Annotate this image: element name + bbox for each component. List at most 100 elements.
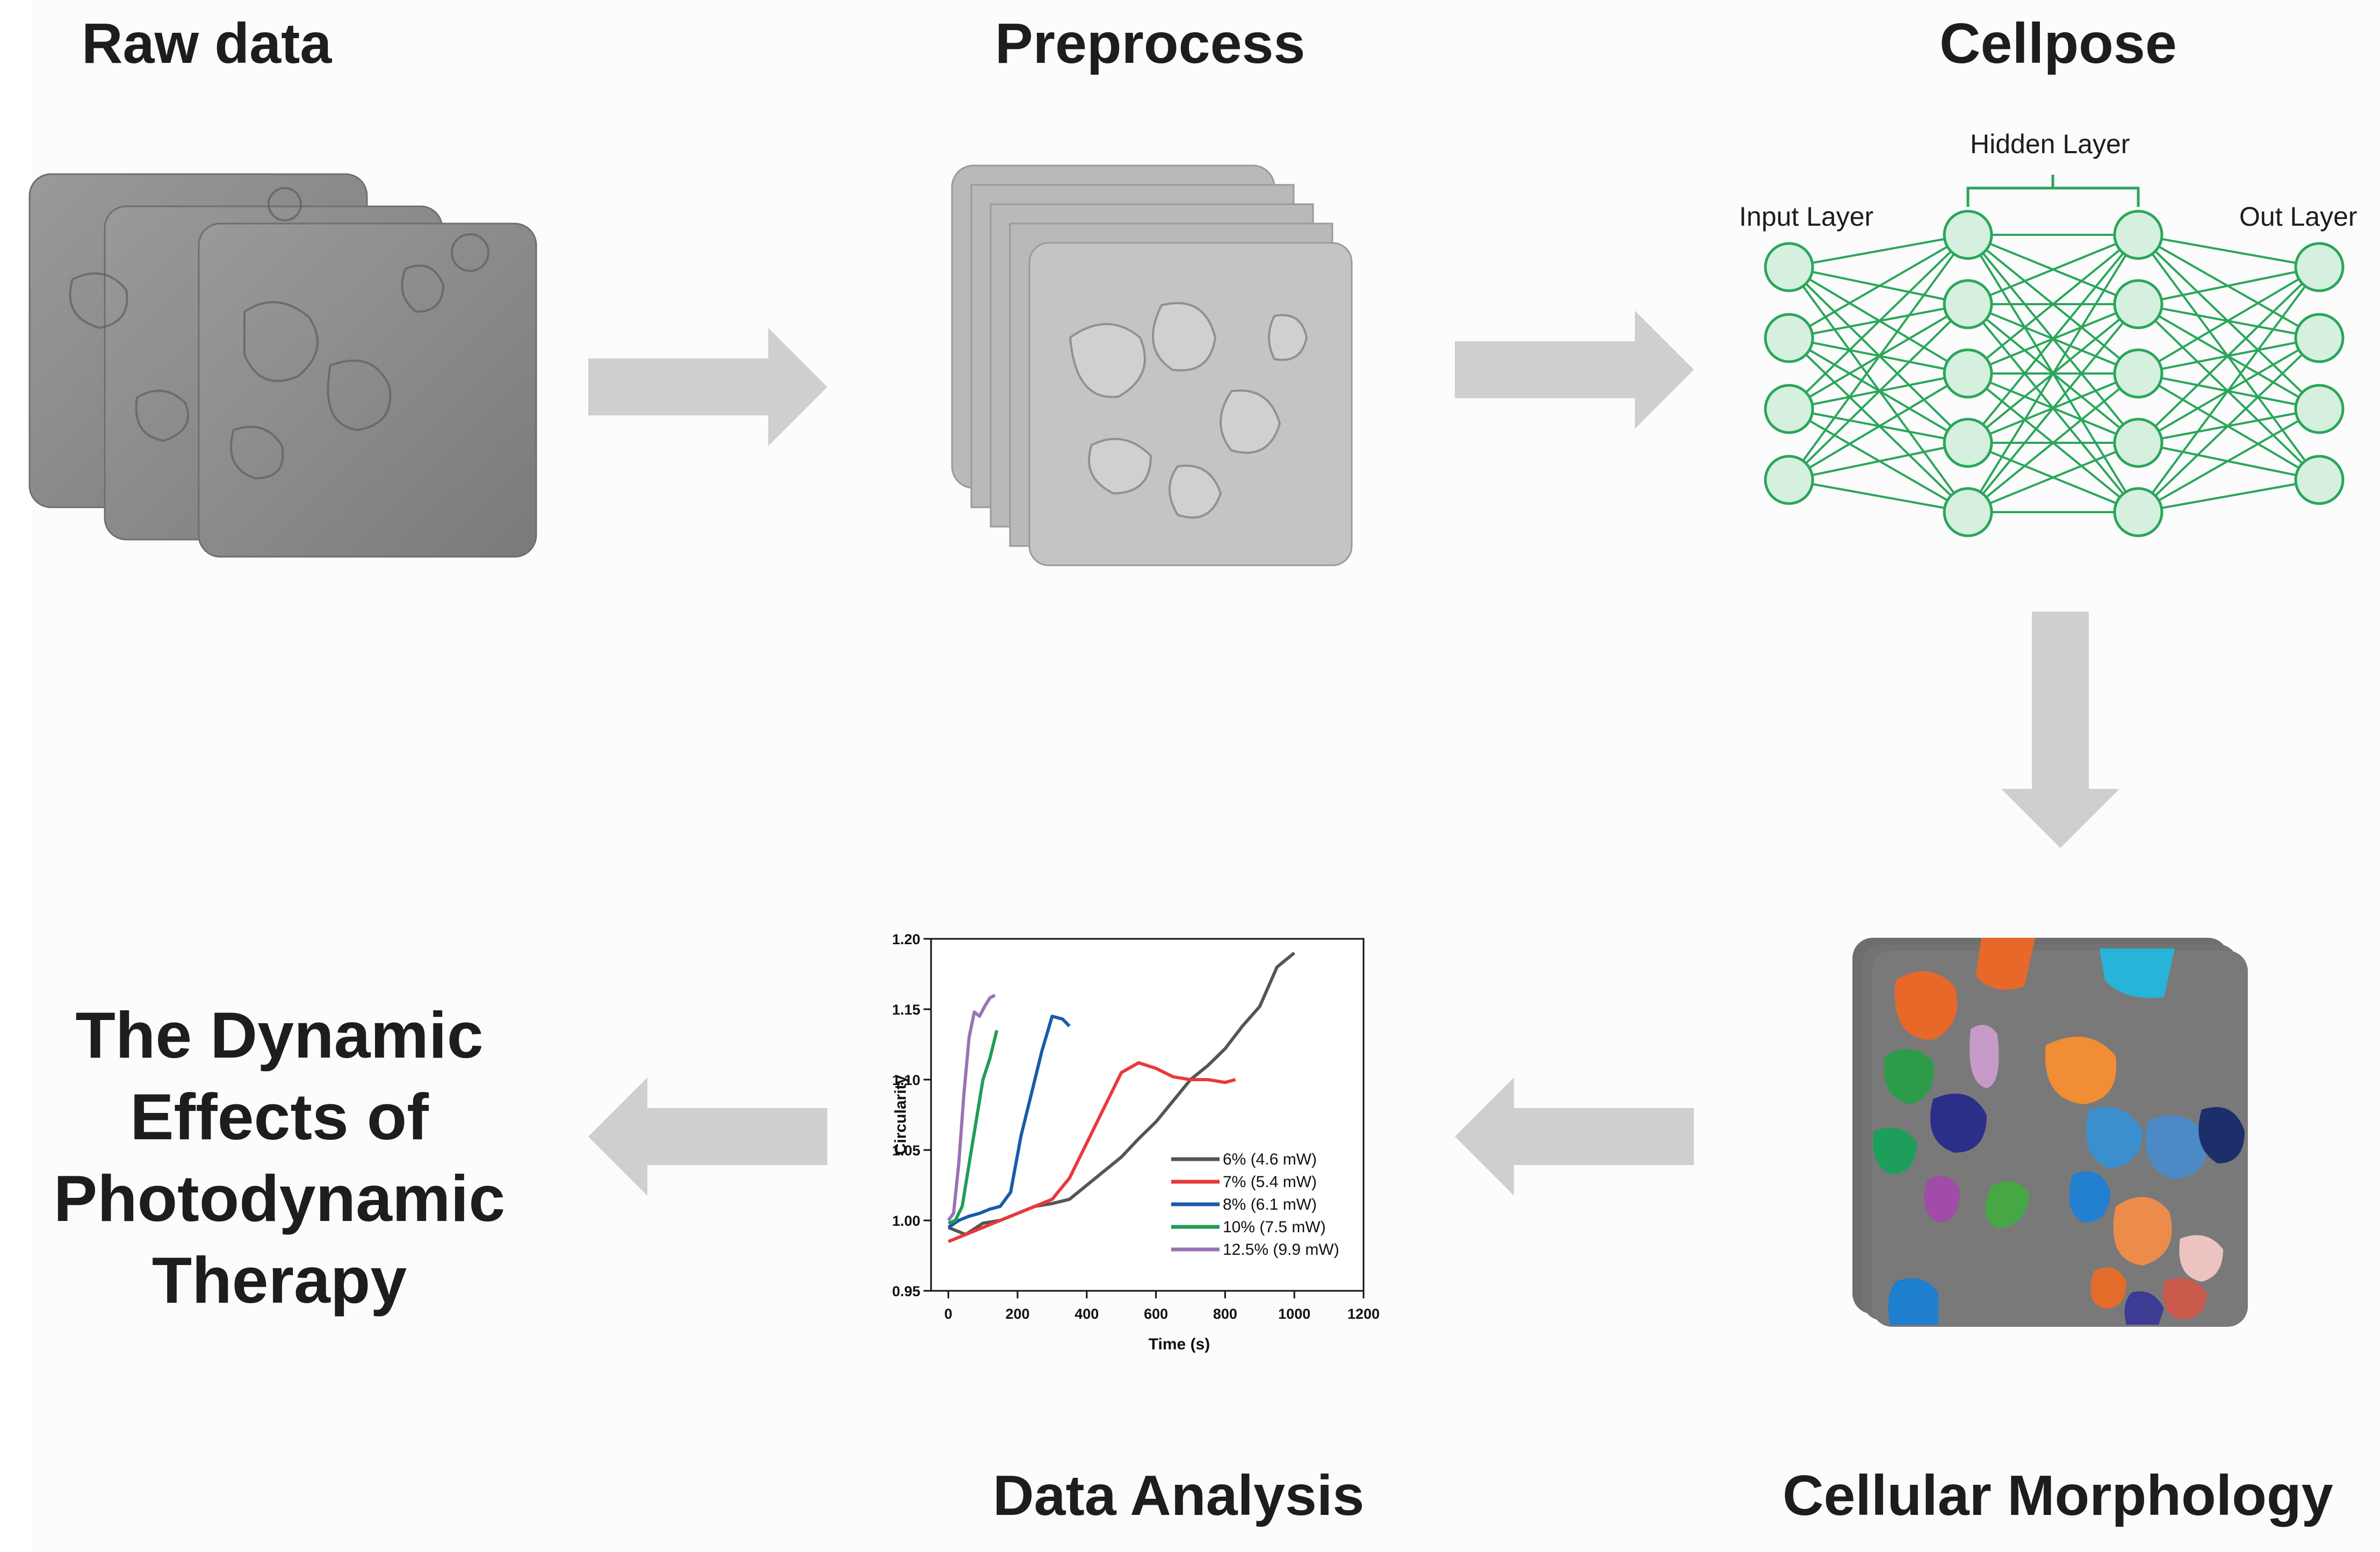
preprocess-image-stack bbox=[951, 164, 1353, 566]
chart-legend: 6% (4.6 mW) 7% (5.4 mW) 8% (6.1 mW) 10% (7.… bbox=[1171, 1151, 1339, 1259]
hidden-layer-label: Hidden Layer bbox=[1970, 129, 2130, 159]
series-line bbox=[948, 1061, 1236, 1244]
conclusion-line-3: Photodynamic bbox=[53, 1162, 506, 1235]
y-tick-label: 1.20 bbox=[892, 931, 920, 947]
network-connection bbox=[1788, 234, 1969, 481]
legend-label: 12.5% (9.9 mW) bbox=[1223, 1241, 1339, 1259]
network-node-layer-4 bbox=[2294, 384, 2345, 434]
chart-x-ticks: 0 200 400 600 800 1000 1200 bbox=[944, 1291, 1380, 1322]
network-connection bbox=[2138, 408, 2320, 513]
network-connection bbox=[1788, 372, 1969, 481]
y-tick-label: 1.10 bbox=[892, 1072, 920, 1088]
network-connection bbox=[1788, 234, 1968, 339]
network-node-layer-3 bbox=[2113, 279, 2163, 329]
network-connections bbox=[1788, 234, 2320, 513]
arrow-morphology-to-analysis bbox=[1455, 1077, 1694, 1196]
y-tick-label: 1.05 bbox=[892, 1143, 920, 1159]
x-tick-label: 200 bbox=[1005, 1306, 1029, 1322]
network-node-layer-3 bbox=[2113, 487, 2163, 537]
network-connection bbox=[2137, 266, 2320, 444]
network-node-layer-1 bbox=[1764, 313, 1814, 363]
conclusion-line-1: The Dynamic bbox=[75, 998, 484, 1072]
network-connection bbox=[1967, 234, 2139, 375]
network-connection bbox=[2138, 234, 2320, 268]
raw-data-image-stack bbox=[28, 173, 537, 558]
x-tick-label: 800 bbox=[1213, 1306, 1237, 1322]
network-connection bbox=[2138, 266, 2320, 305]
network-connection bbox=[1967, 234, 2139, 305]
output-layer-label: Out Layer bbox=[2239, 202, 2357, 232]
network-node-layer-4 bbox=[2294, 242, 2345, 292]
arrow-preprocess-to-cellpose bbox=[1455, 311, 1694, 429]
network-node-layer-2 bbox=[1943, 210, 1993, 260]
network-node-layer-2 bbox=[1943, 487, 1993, 537]
network-connection bbox=[2137, 337, 2320, 513]
chart-x-axis-title: Time (s) bbox=[1149, 1335, 1210, 1353]
y-tick-label: 1.15 bbox=[892, 1002, 920, 1018]
conclusion-line-2: Effects of bbox=[130, 1080, 429, 1153]
network-connection bbox=[2137, 266, 2320, 375]
network-connection bbox=[1788, 303, 1969, 481]
network-node-layer-2 bbox=[1943, 418, 1993, 468]
circularity-chart: 0 200 400 600 800 1000 1200 0.95 1.00 1.05 1.10 1.… bbox=[892, 931, 1380, 1353]
network-node-layer-3 bbox=[2113, 418, 2163, 468]
legend-label: 6% (4.6 mW) bbox=[1223, 1151, 1317, 1168]
network-connection bbox=[1967, 442, 2139, 513]
series-line bbox=[947, 994, 996, 1222]
network-connection bbox=[1967, 372, 2139, 513]
network-node-layer-4 bbox=[2294, 313, 2345, 363]
arrow-raw-to-preprocess bbox=[588, 328, 827, 446]
preprocess-cell-outlines bbox=[1069, 302, 1308, 519]
network-node-layer-2 bbox=[1943, 279, 1993, 329]
input-layer-label: Input Layer bbox=[1739, 202, 1873, 232]
network-node-layer-3 bbox=[2113, 210, 2163, 260]
network-node-layer-3 bbox=[2113, 348, 2163, 399]
network-nodes bbox=[1764, 210, 2345, 537]
title-preprocess: Preprocess bbox=[995, 12, 1306, 75]
hidden-layer-bracket bbox=[1966, 175, 2140, 207]
series-line bbox=[948, 1030, 999, 1225]
legend-label: 10% (7.5 mW) bbox=[1223, 1218, 1326, 1236]
series-line bbox=[947, 1015, 1071, 1229]
x-tick-label: 0 bbox=[944, 1306, 953, 1322]
title-cellpose: Cellpose bbox=[1939, 12, 2177, 75]
network-connection bbox=[2137, 266, 2320, 513]
network-connection bbox=[2138, 479, 2320, 513]
raw-image-front bbox=[198, 222, 537, 558]
cellpose-neural-network: Input Layer Hidden Layer Out Layer bbox=[1739, 129, 2357, 537]
conclusion-line-4: Therapy bbox=[152, 1244, 407, 1317]
network-connection bbox=[1788, 442, 1968, 481]
network-node-layer-1 bbox=[1764, 384, 1814, 434]
chart-series bbox=[947, 951, 1296, 1244]
network-node-layer-2 bbox=[1943, 348, 1993, 399]
x-tick-label: 1200 bbox=[1347, 1306, 1380, 1322]
y-tick-label: 1.00 bbox=[892, 1213, 920, 1229]
network-node-layer-1 bbox=[1764, 242, 1814, 292]
network-node-layer-1 bbox=[1764, 455, 1814, 505]
network-connection bbox=[1788, 234, 1969, 410]
network-connection bbox=[1788, 234, 1968, 268]
x-tick-label: 600 bbox=[1144, 1306, 1168, 1322]
network-node-layer-4 bbox=[2294, 455, 2345, 505]
network-connection bbox=[1788, 479, 1968, 513]
conclusion-text: The Dynamic Effects of Photodynamic Ther… bbox=[32, 994, 527, 1321]
x-tick-label: 1000 bbox=[1278, 1306, 1310, 1322]
y-tick-label: 0.95 bbox=[892, 1283, 920, 1299]
title-raw-data: Raw data bbox=[82, 12, 332, 75]
chart-y-axis-title: Circularity bbox=[892, 1075, 910, 1155]
cellular-morphology-stack bbox=[1852, 938, 2248, 1327]
legend-label: 7% (5.4 mW) bbox=[1223, 1173, 1317, 1191]
legend-label: 8% (6.1 mW) bbox=[1223, 1196, 1317, 1213]
title-data-analysis: Data Analysis bbox=[993, 1464, 1365, 1527]
segmented-cell-masks bbox=[1873, 938, 2245, 1325]
network-connection bbox=[1967, 303, 2139, 513]
chart-plot-frame bbox=[930, 938, 1365, 1292]
chart-y-ticks: 0.95 1.00 1.05 1.10 1.15 1.20 bbox=[892, 931, 931, 1299]
network-connection bbox=[1967, 234, 2139, 513]
arrow-analysis-to-conclusion bbox=[588, 1077, 827, 1196]
raw-cell-outlines bbox=[69, 187, 489, 480]
x-tick-label: 400 bbox=[1074, 1306, 1099, 1322]
network-connection bbox=[1967, 234, 2139, 444]
arrow-cellpose-to-morphology bbox=[2001, 612, 2119, 848]
title-cellular-morphology: Cellular Morphology bbox=[1783, 1464, 2333, 1527]
